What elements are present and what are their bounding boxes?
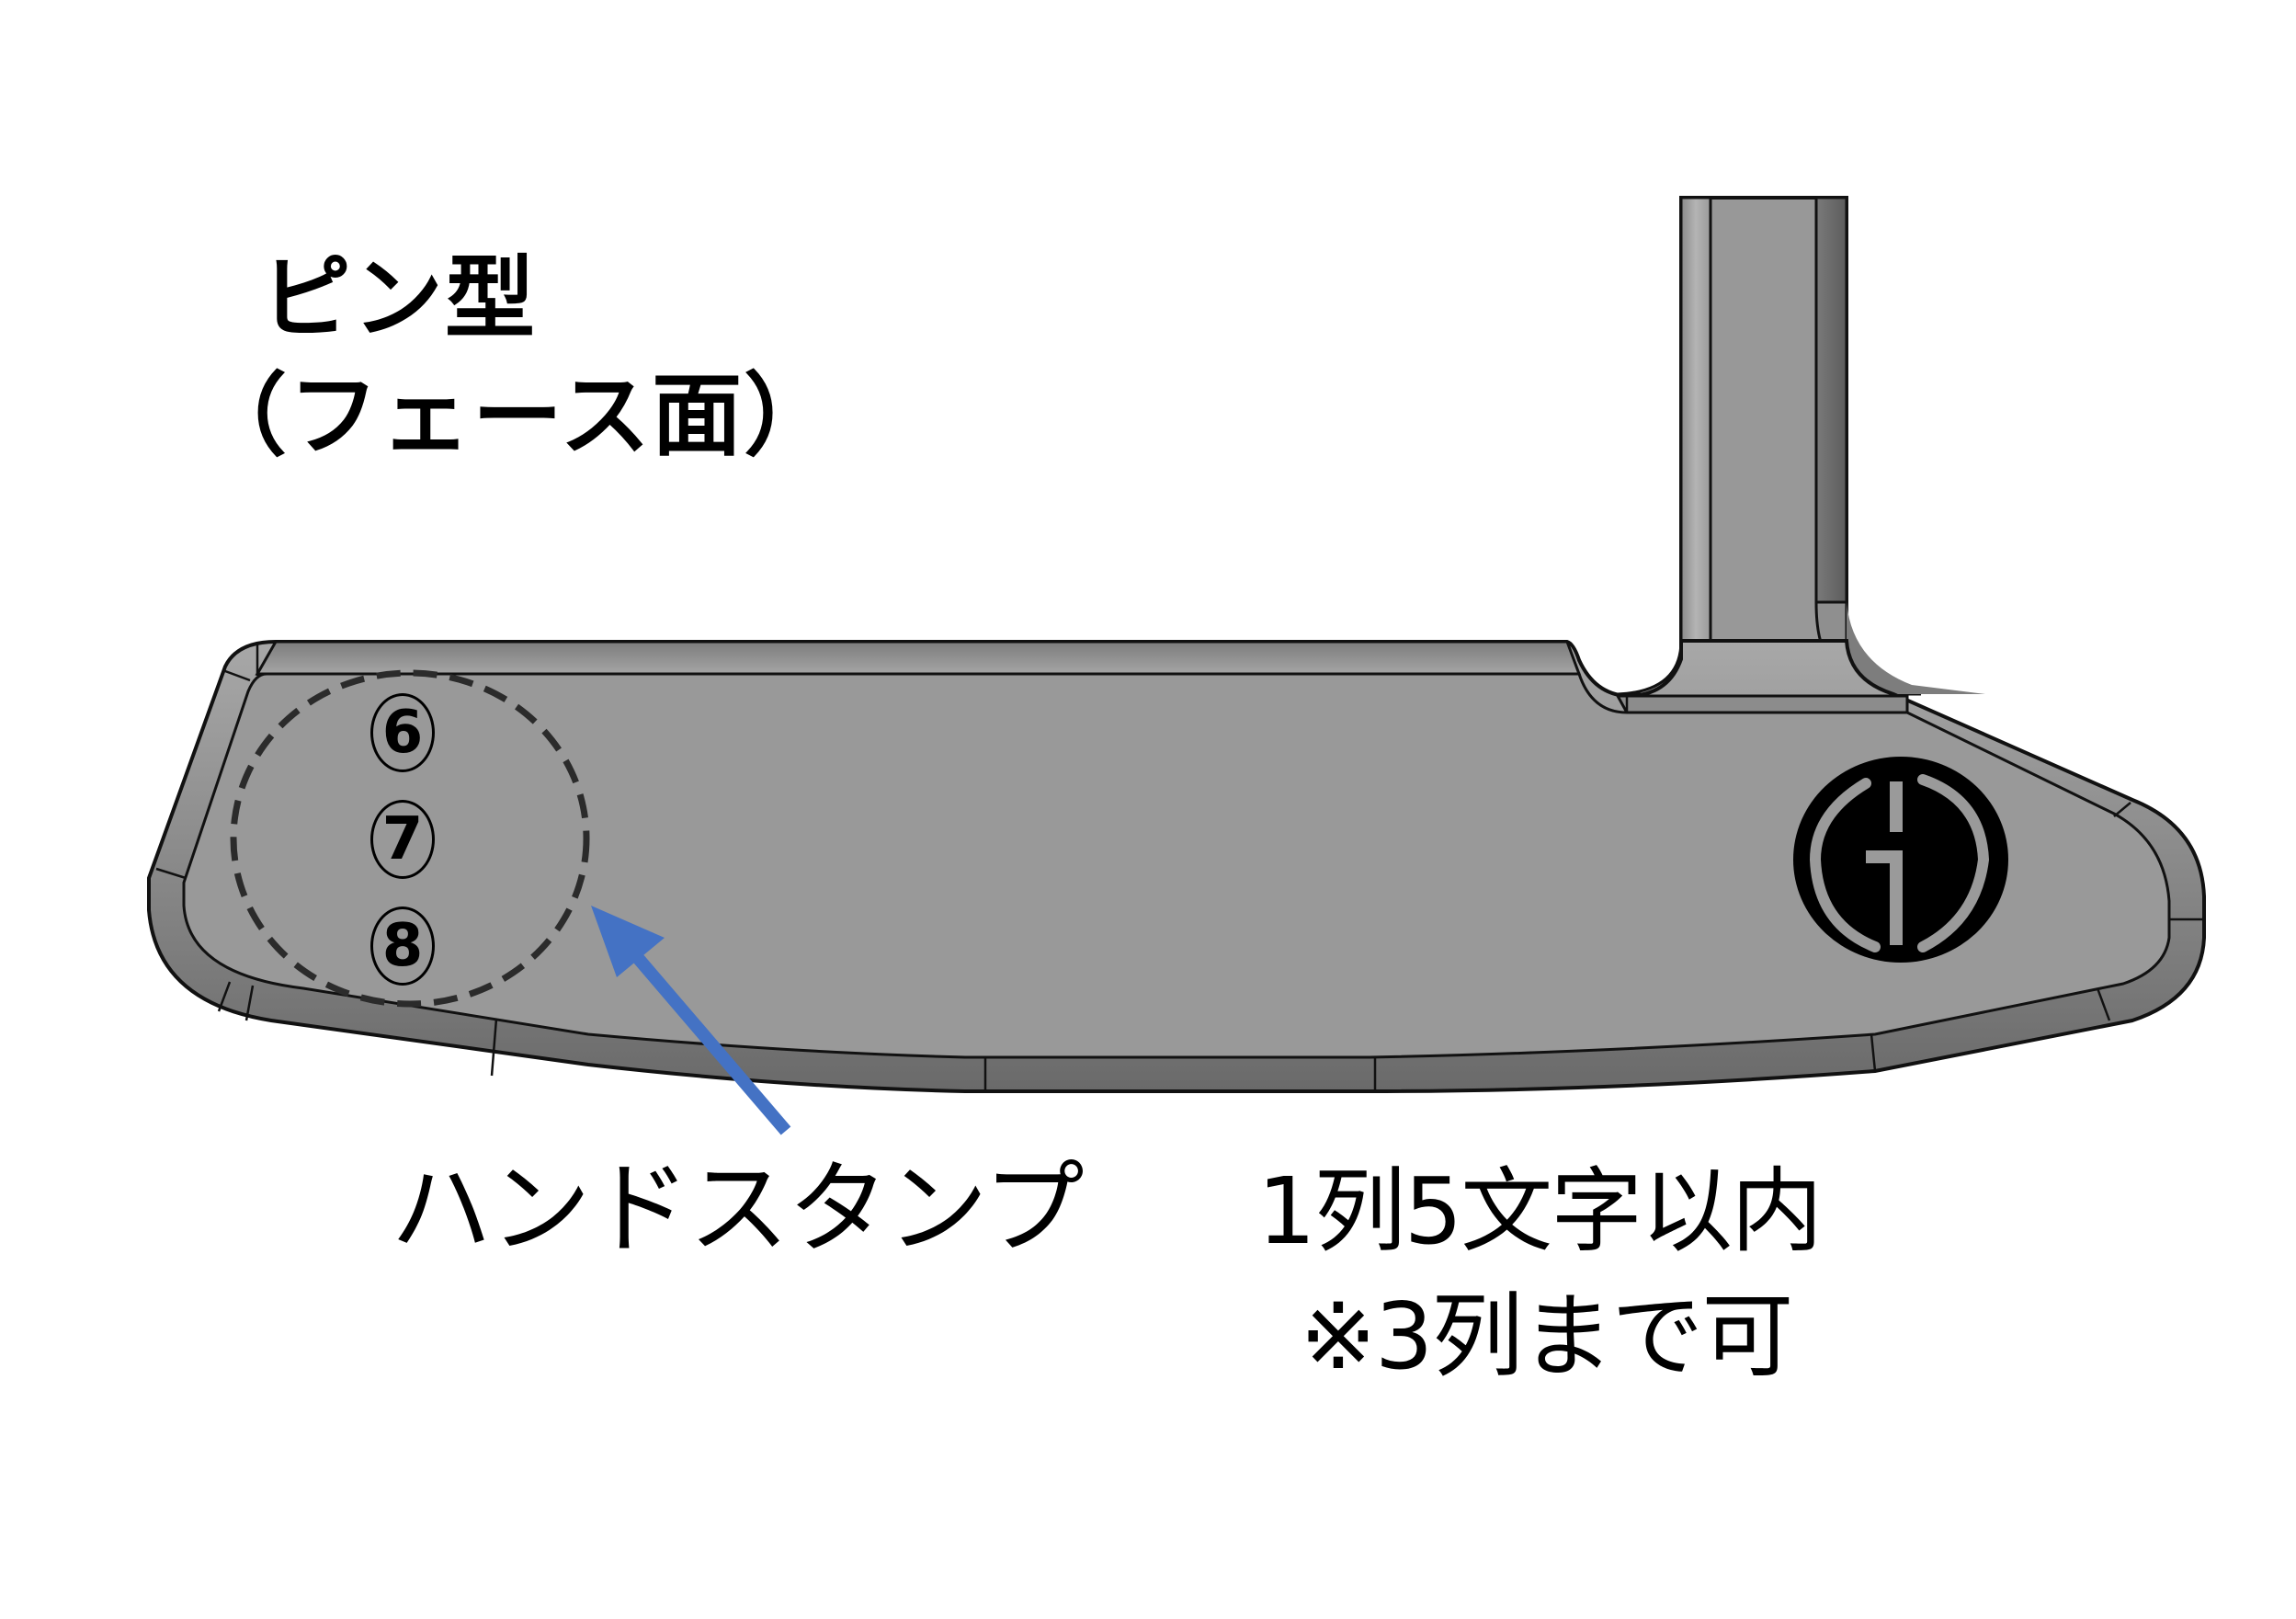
title-pin-type: ピン型 [261, 246, 538, 351]
facet-seams [155, 644, 2204, 1091]
callout-arrow [591, 906, 791, 1135]
stamp-position-8: 8 [370, 906, 435, 986]
neck-band [1615, 694, 1909, 714]
stamp-position-6: 6 [370, 693, 435, 772]
char-limit-note: 1列5文字以内 [1257, 1157, 1823, 1265]
title-face-side: （フェース面） [197, 364, 836, 469]
hand-stamp-label: ハンドスタンプ [391, 1150, 1085, 1268]
stamp-position-7: 7 [370, 800, 435, 879]
row-limit-note: ※3列まで可 [1300, 1283, 1793, 1390]
face-plane [182, 672, 2171, 1059]
stamp-area-dashed-circle [230, 669, 590, 1008]
gd-logo-icon [1793, 757, 2008, 963]
top-rail [255, 640, 1582, 676]
shaft [1679, 196, 1848, 659]
